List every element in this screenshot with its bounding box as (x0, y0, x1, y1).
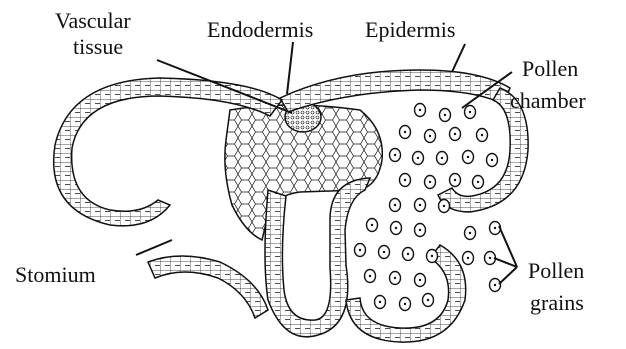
leader-stomium (136, 240, 172, 255)
label-pollen-grains-line1: Pollen (528, 258, 584, 283)
leader-grains-3 (499, 267, 517, 284)
label-vascular-tissue-line2: tissue (73, 34, 123, 59)
leader-epidermis (452, 44, 465, 72)
label-stomium: Stomium (15, 262, 96, 287)
label-epidermis: Epidermis (365, 17, 455, 42)
leader-endodermis (287, 42, 293, 94)
label-pollen-grains-line2: grains (530, 290, 584, 315)
pollen-grains-lower (355, 219, 438, 311)
label-pollen-chamber-line1: Pollen (522, 56, 578, 81)
label-vascular-tissue-line1: Vascular (55, 8, 131, 33)
label-endodermis: Endodermis (207, 17, 313, 42)
wall-lower-left (148, 256, 268, 318)
pollen-grains-released (463, 222, 501, 292)
label-pollen-chamber-line2: chamber (510, 88, 586, 113)
